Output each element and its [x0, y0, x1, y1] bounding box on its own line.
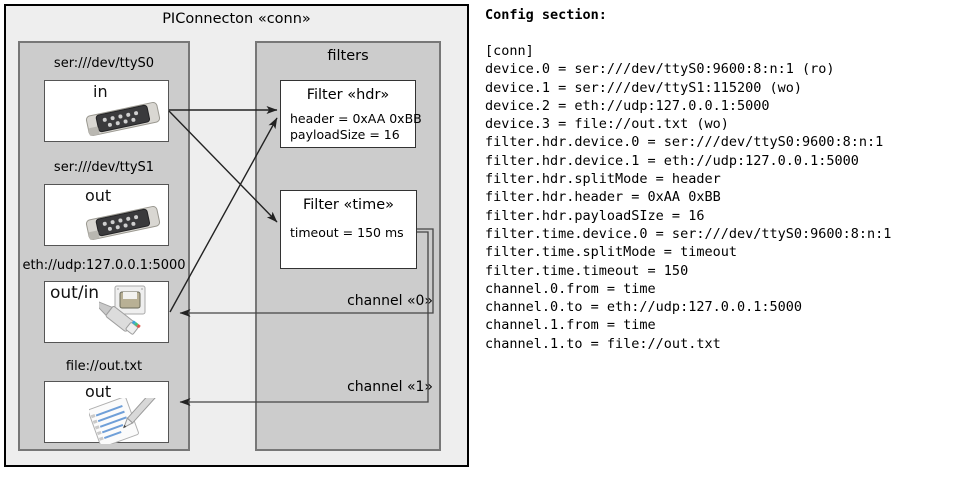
config-line: [conn] — [485, 43, 534, 59]
config-line: channel.1.to = file://out.txt — [485, 335, 721, 352]
config-line: filter.time.splitMode = timeout — [485, 244, 737, 261]
filter-attr-timeout: timeout = 150 ms — [290, 225, 404, 240]
page-title: PIConnecton «conn» — [162, 11, 311, 27]
text-file-icon — [87, 392, 157, 448]
filter-attr-header: header = 0xAA 0xBB — [290, 111, 422, 126]
device-box-ttyS0[interactable]: in — [44, 80, 169, 142]
serial-port-icon — [81, 203, 165, 243]
filter-box-time[interactable]: Filter «time» timeout = 150 ms — [280, 190, 417, 269]
config-line: filter.hdr.payloadSIze = 16 — [485, 207, 705, 224]
config-line: channel.0.from = time — [485, 280, 656, 297]
config-lines-list: [conn] device.0 = ser:///dev/ttyS0:9600:8… — [485, 42, 891, 353]
device-label-eth: out/in — [50, 283, 100, 303]
device-box-ttyS1[interactable]: out — [44, 184, 169, 246]
device-caption-ttyS1: ser:///dev/ttyS1 — [53, 160, 155, 175]
config-line: device.3 = file://out.txt (wo) — [485, 116, 729, 133]
config-line: filter.time.device.0 = ser:///dev/ttyS0:… — [485, 225, 892, 242]
filter-attr-payload-size: payloadSize = 16 — [290, 127, 400, 142]
config-line: filter.hdr.device.1 = eth://udp:127.0.0.… — [485, 152, 859, 169]
device-box-file[interactable]: out — [44, 381, 169, 448]
device-box-eth[interactable]: out/in — [44, 281, 169, 343]
config-line: filter.time.timeout = 150 — [485, 262, 689, 279]
device-caption-file: file://out.txt — [65, 359, 143, 374]
config-line: filter.hdr.splitMode = header — [485, 171, 721, 188]
config-line: channel.1.from = time — [485, 317, 656, 334]
config-heading: Config section: — [485, 7, 607, 23]
filter-box-hdr[interactable]: Filter «hdr» header = 0xAA 0xBB payloadS… — [280, 80, 422, 148]
channel-label-0: channel «0» — [347, 293, 433, 309]
config-line: device.0 = ser:///dev/ttyS0:9600:8:n:1 (… — [485, 61, 835, 78]
filters-panel-title: filters — [327, 48, 369, 64]
config-section: Config section: [conn] device.0 = ser:///… — [478, 0, 964, 484]
device-label-file: out — [85, 382, 112, 401]
device-caption-eth: eth://udp:127.0.0.1:5000 — [22, 258, 186, 273]
config-line: filter.hdr.device.0 = ser:///dev/ttyS0:9… — [485, 134, 884, 151]
config-line: channel.0.to = eth://udp:127.0.0.1:5000 — [485, 299, 802, 316]
device-label-ttyS1: out — [85, 186, 112, 205]
filter-title-time: Filter «time» — [302, 197, 395, 213]
connection-diagram: PIConnecton «conn» ser:///dev/ttyS0 in — [0, 0, 478, 484]
channel-label-1: channel «1» — [347, 379, 433, 395]
config-line: filter.hdr.header = 0xAA 0xBB — [485, 189, 721, 206]
device-label-ttyS0: in — [93, 82, 108, 101]
filter-title-hdr: Filter «hdr» — [306, 87, 390, 103]
device-caption-ttyS0: ser:///dev/ttyS0 — [53, 56, 155, 71]
config-line: device.2 = eth://udp:127.0.0.1:5000 — [485, 97, 770, 114]
ethernet-icon — [95, 284, 165, 342]
serial-port-icon — [81, 99, 165, 139]
config-line: device.1 = ser:///dev/ttyS1:115200 (wo) — [485, 79, 802, 96]
